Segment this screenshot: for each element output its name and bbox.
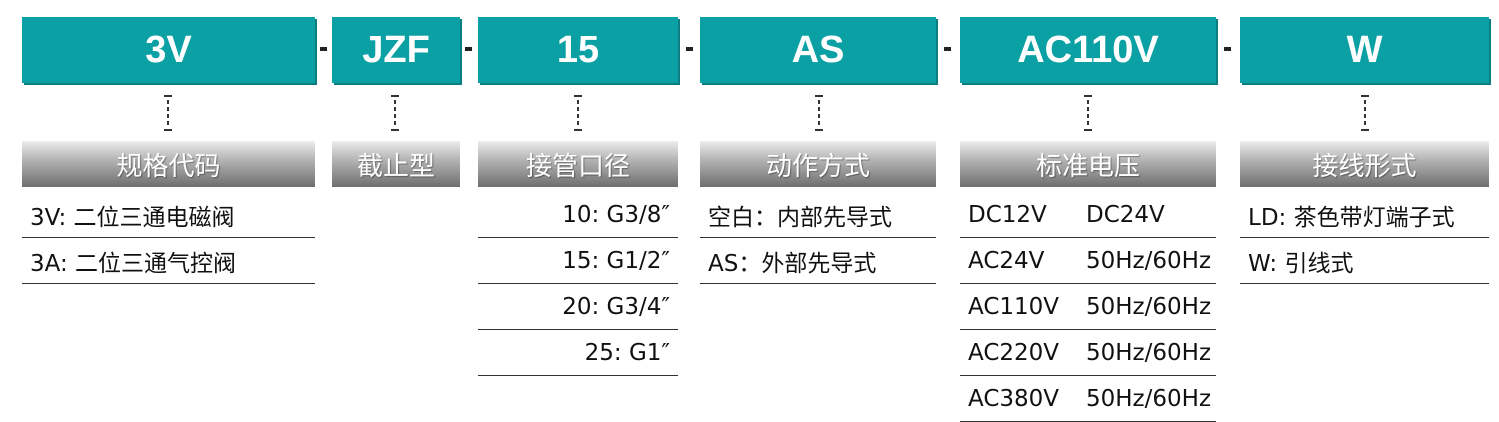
code-box-type: JZF [332,17,460,83]
list-item: AC110V 50Hz/60Hz [960,284,1216,330]
code-box-series: 3V [22,17,315,83]
list-item: DC12V DC24V [960,192,1216,238]
list-item: W: 引线式 [1240,238,1489,284]
list-item: 15: G1/2″ [478,238,678,284]
list-item: 25: G1″ [478,330,678,376]
label-actuation: 动作方式 [700,141,936,187]
frequency-value: 50Hz/60Hz [1086,247,1212,274]
list-item: 3V: 二位三通电磁阀 [22,192,315,238]
connector-line [164,95,172,131]
label-shutoff-type: 截止型 [332,141,460,187]
frequency-value: 50Hz/60Hz [1086,339,1212,366]
spec-code-options: 3V: 二位三通电磁阀 3A: 二位三通气控阀 [22,192,315,284]
connector-line [391,95,399,131]
voltage-value: AC380V [968,385,1060,412]
wiring-options: LD: 茶色带灯端子式 W: 引线式 [1240,192,1489,284]
label-wiring-type: 接线形式 [1240,141,1489,187]
code-box-actuation: AS [700,17,936,83]
code-box-port-size: 15 [478,17,678,83]
code-box-wiring: W [1240,17,1489,83]
list-item: 3A: 二位三通气控阀 [22,238,315,284]
separator-dash [944,47,951,51]
frequency-value: 50Hz/60Hz [1086,293,1212,320]
list-item: AC24V 50Hz/60Hz [960,238,1216,284]
voltage-value: AC110V [968,293,1060,320]
connector-line [574,95,582,131]
frequency-value: DC24V [1086,201,1165,228]
list-item: AS：外部先导式 [700,238,936,284]
label-standard-voltage: 标准电压 [960,141,1216,187]
connector-line [815,95,823,131]
list-item: 20: G3/4″ [478,284,678,330]
voltage-value: AC24V [968,247,1045,274]
port-size-options: 10: G3/8″ 15: G1/2″ 20: G3/4″ 25: G1″ [478,192,678,376]
label-port-size: 接管口径 [478,141,678,187]
list-item: AC220V 50Hz/60Hz [960,330,1216,376]
list-item: 空白：内部先导式 [700,192,936,238]
voltage-value: DC12V [968,201,1047,228]
frequency-value: 50Hz/60Hz [1086,385,1212,412]
list-item: 10: G3/8″ [478,192,678,238]
separator-dash [686,47,693,51]
code-box-voltage: AC110V [960,17,1216,83]
separator-dash [465,47,472,51]
separator-dash [320,47,327,51]
voltage-options: DC12V DC24V AC24V 50Hz/60Hz AC110V 50Hz/… [960,192,1216,422]
connector-line [1084,95,1092,131]
separator-dash [1224,47,1231,51]
connector-line [1361,95,1369,131]
voltage-value: AC220V [968,339,1060,366]
label-spec-code: 规格代码 [22,141,315,187]
actuation-options: 空白：内部先导式 AS：外部先导式 [700,192,936,284]
list-item: AC380V 50Hz/60Hz [960,376,1216,422]
list-item: LD: 茶色带灯端子式 [1240,192,1489,238]
